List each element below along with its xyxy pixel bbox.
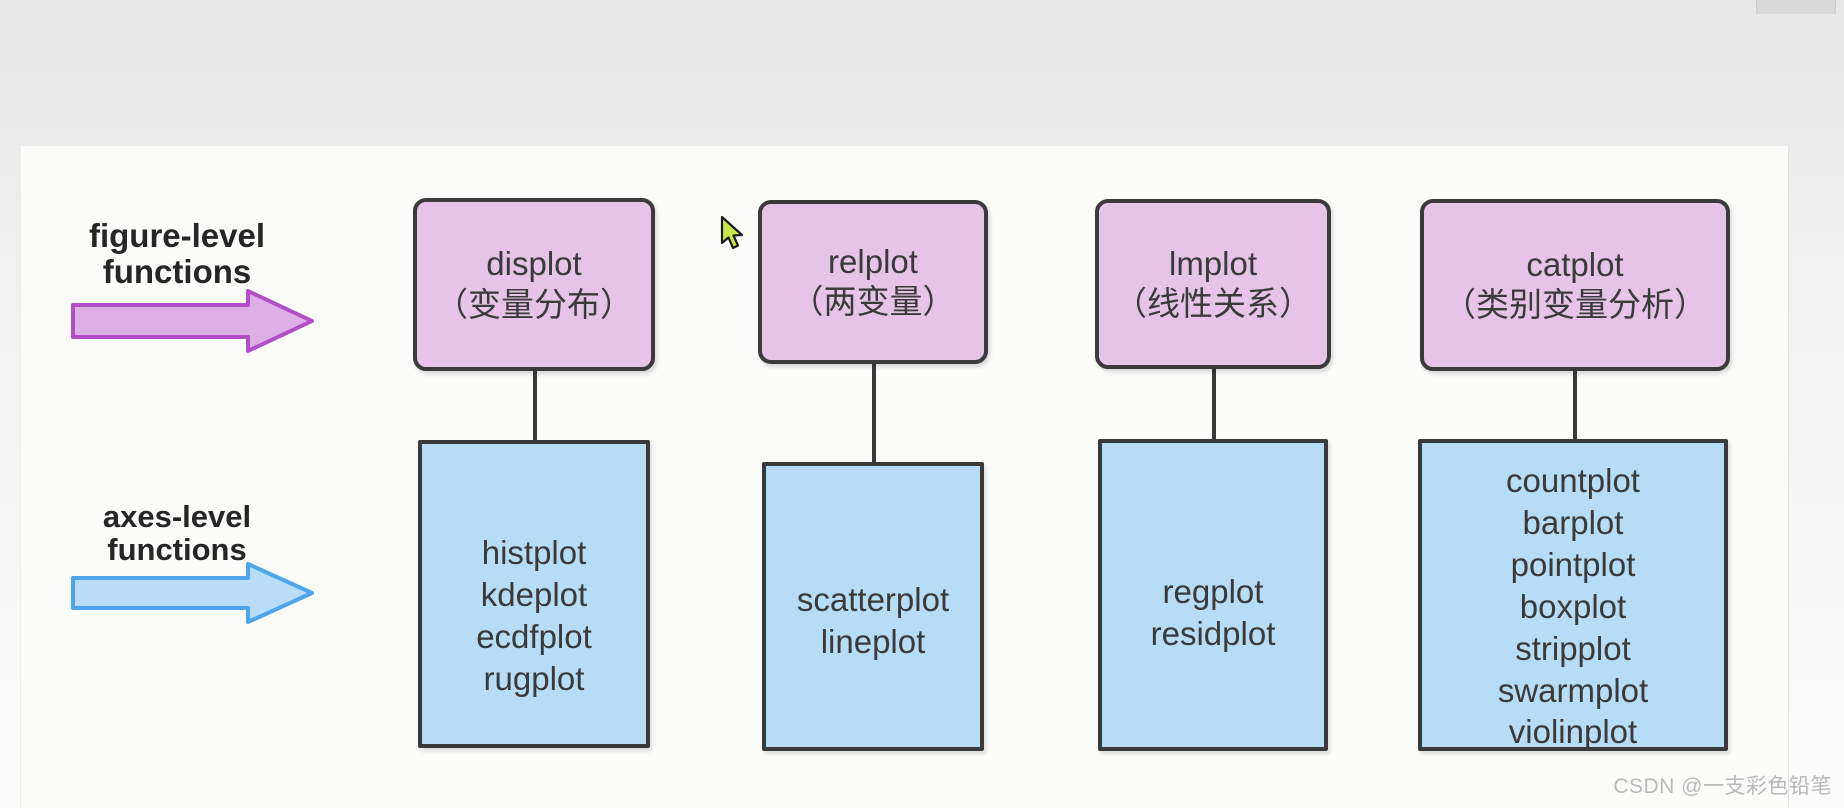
axes-node-displot-functions-label: histplot kdeplot ecdfplot rugplot xyxy=(476,534,592,697)
axes-level-arrow-icon xyxy=(71,562,314,624)
figure-node-lmplot[interactable]: lmplot （线性关系） xyxy=(1095,199,1331,369)
figure-node-lmplot-label: lmplot （线性关系） xyxy=(1114,244,1312,322)
top-chrome-strip xyxy=(1756,0,1836,14)
axes-node-displot-functions[interactable]: histplot kdeplot ecdfplot rugplot xyxy=(418,440,650,748)
figure-node-displot[interactable]: displot （变量分布） xyxy=(413,198,655,371)
connector-catplot xyxy=(1573,368,1577,439)
axes-node-catplot-functions[interactable]: countplot barplot pointplot boxplot stri… xyxy=(1418,439,1728,751)
connector-displot xyxy=(533,368,537,440)
figure-level-arrow-icon xyxy=(71,289,314,353)
axes-node-lmplot-functions[interactable]: regplot residplot xyxy=(1098,439,1328,751)
axes-node-lmplot-functions-label: regplot residplot xyxy=(1150,573,1276,652)
axes-level-row-label: axes-level functions xyxy=(102,499,252,568)
csdn-watermark: CSDN @一支彩色铅笔 xyxy=(1613,775,1832,798)
connector-lmplot xyxy=(1212,365,1216,439)
axes-node-relplot-functions[interactable]: scatterplot lineplot xyxy=(762,462,984,751)
figure-node-displot-label: displot （变量分布） xyxy=(435,245,633,323)
axes-node-catplot-functions-label: countplot barplot pointplot boxplot stri… xyxy=(1497,462,1649,751)
figure-node-catplot-label: catplot （类别变量分析） xyxy=(1443,245,1707,323)
connector-relplot xyxy=(872,362,876,462)
axes-node-relplot-functions-label: scatterplot lineplot xyxy=(796,581,950,660)
figure-node-catplot[interactable]: catplot （类别变量分析） xyxy=(1420,199,1730,371)
mouse-pointer-icon xyxy=(720,216,744,250)
figure-level-row-label: figure-level functions xyxy=(88,217,266,290)
figure-node-relplot[interactable]: relplot （两变量） xyxy=(758,200,988,364)
figure-node-relplot-label: relplot （两变量） xyxy=(790,242,956,320)
